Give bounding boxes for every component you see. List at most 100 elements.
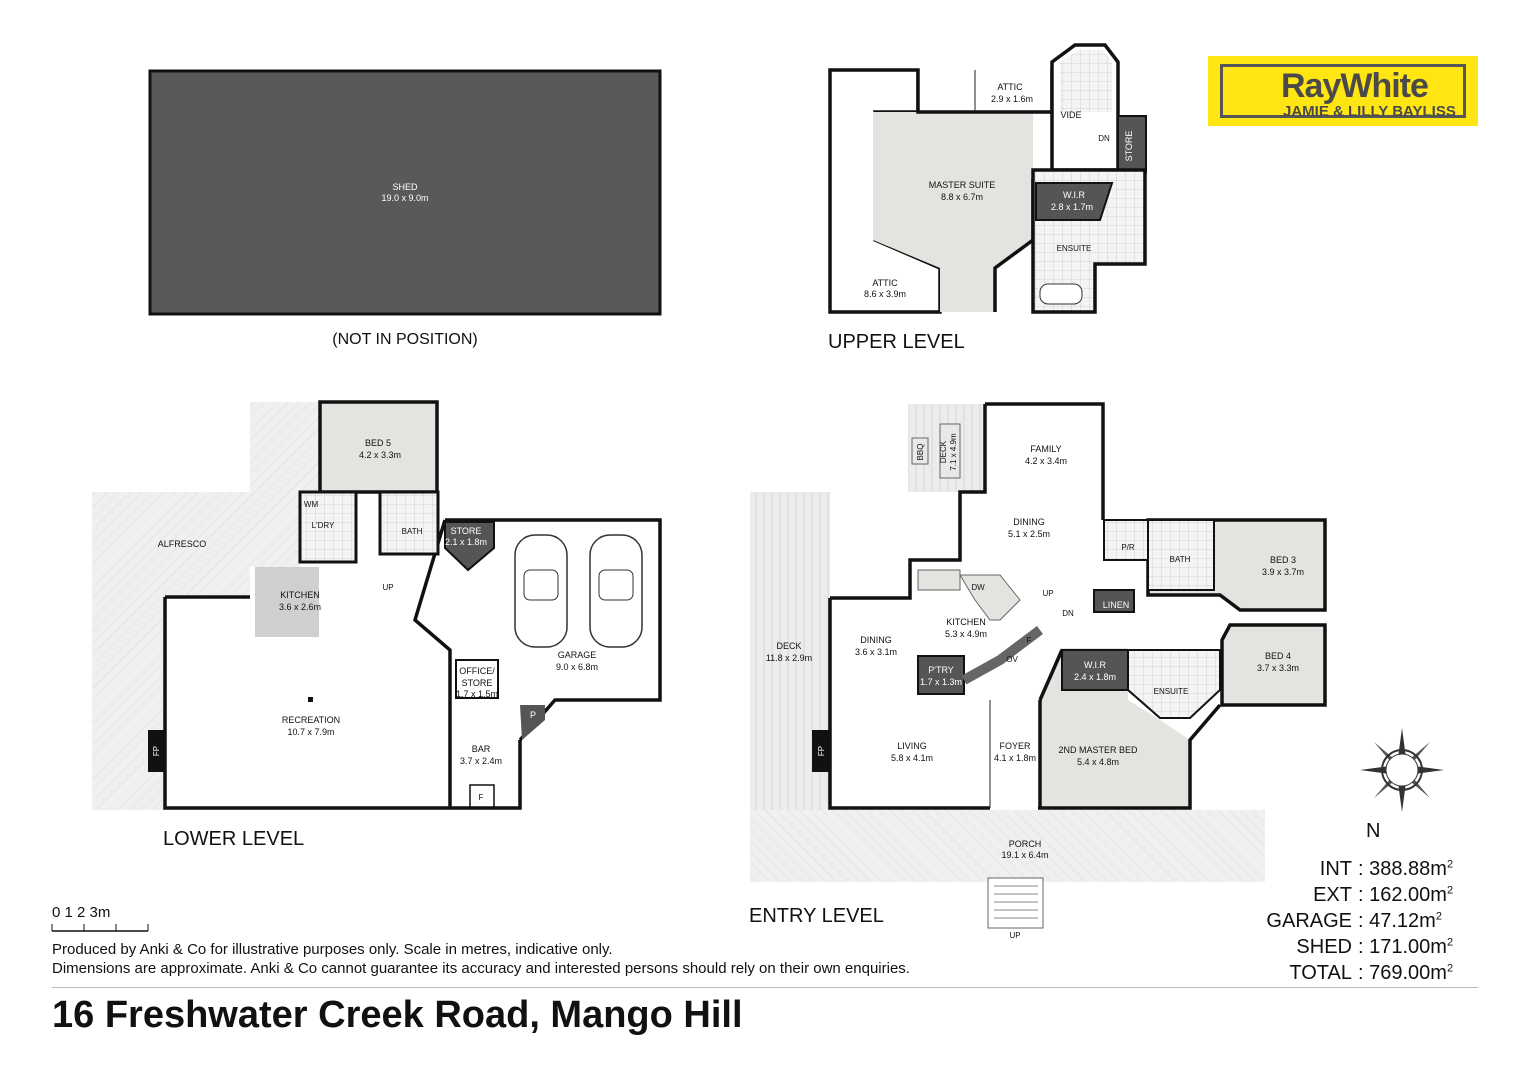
shed-plan: SHED 19.0 x 9.0m (NOT IN POSITION) <box>148 69 662 348</box>
room-size-living: 5.8 x 4.1m <box>891 753 933 763</box>
stair-up-entry: UP <box>1042 589 1053 598</box>
oven-label: OV <box>1006 655 1018 664</box>
room-size-deck-small: 7.1 x 4.9m <box>949 433 958 471</box>
area-label: EXT <box>1313 884 1352 906</box>
room-label-office: OFFICE/ <box>459 666 495 676</box>
room-size-store-lower: 2.1 x 1.8m <box>445 537 487 547</box>
room-size-bed4: 3.7 x 3.3m <box>1257 663 1299 673</box>
dishwasher-label: DW <box>971 583 985 592</box>
room-label-recreation: RECREATION <box>282 715 340 725</box>
fireplace-entry: FP <box>817 746 826 756</box>
property-address: 16 Freshwater Creek Road, Mango Hill <box>52 994 743 1036</box>
room-label-bed5: BED 5 <box>365 438 391 448</box>
room-label-living: LIVING <box>897 741 927 751</box>
room-label-2nd-master: 2ND MASTER BED <box>1058 745 1138 755</box>
room-label-vide: VIDE <box>1060 110 1081 120</box>
room-label-store-lower: STORE <box>451 526 482 536</box>
room-label-bed4: BED 4 <box>1265 651 1291 661</box>
room-size-kitchen-entry: 5.3 x 4.9m <box>945 629 987 639</box>
room-label-master-suite: MASTER SUITE <box>929 180 996 190</box>
room-label-kitchen-lower: KITCHEN <box>280 590 320 600</box>
room-size-foyer: 4.1 x 1.8m <box>994 753 1036 763</box>
room-label-linen: LINEN <box>1103 600 1130 610</box>
room-label-ensuite-upper: ENSUITE <box>1057 244 1092 253</box>
room-label-wir-entry: W.I.R <box>1084 660 1106 670</box>
room-label-foyer: FOYER <box>999 741 1031 751</box>
level-title-upper: UPPER LEVEL <box>828 331 965 353</box>
room-size-office-store: 1.7 x 1.5m <box>456 689 498 699</box>
upper-level-plan: STORE ATTIC 2.9 x 1.6m VIDE DN MASTER SU… <box>828 43 1147 353</box>
stair-down-upper: DN <box>1098 134 1110 143</box>
shed-note: (NOT IN POSITION) <box>332 331 477 348</box>
room-size-porch: 19.1 x 6.4m <box>1001 850 1048 860</box>
room-label-kitchen-entry: KITCHEN <box>946 617 986 627</box>
room-label-alfresco: ALFRESCO <box>158 539 207 549</box>
room-label-powder: P/R <box>1121 543 1135 552</box>
room-size-family: 4.2 x 3.4m <box>1025 456 1067 466</box>
room-label-bar: BAR <box>472 744 491 754</box>
brand-name: RayWhite <box>1281 67 1429 105</box>
compass-north-label: N <box>1366 820 1381 842</box>
room-size-bed3: 3.9 x 3.7m <box>1262 567 1304 577</box>
area-value: : 162.00m2 <box>1358 884 1454 906</box>
room-label-pantry: P'TRY <box>928 665 954 675</box>
room-label-upper-store: STORE <box>1124 131 1134 162</box>
fireplace-lower: FP <box>152 746 161 756</box>
room-size-recreation: 10.7 x 7.9m <box>287 727 334 737</box>
porch-steps <box>994 885 1038 919</box>
entry-level-plan: FP BBQ DECK 7.1 x 4.9m FAMILY 4.2 x 3.4m… <box>749 402 1327 940</box>
room-size-garage: 9.0 x 6.8m <box>556 662 598 672</box>
bbq-label: BBQ <box>916 444 925 461</box>
room-size-bar: 3.7 x 2.4m <box>460 756 502 766</box>
area-label: SHED <box>1296 936 1352 958</box>
stair-down-entry: DN <box>1062 609 1074 618</box>
room-size-shed: 19.0 x 9.0m <box>381 193 428 203</box>
room-label-laundry: L'DRY <box>312 521 335 530</box>
area-label: TOTAL <box>1289 962 1352 984</box>
room-label-attic-small: ATTIC <box>997 82 1023 92</box>
car-right-icon <box>589 534 643 648</box>
room-label-dining-lower: DINING <box>860 635 892 645</box>
area-value: : 47.12m2 <box>1358 910 1442 932</box>
brand-logo: RayWhite JAMIE & LILLY BAYLISS <box>1208 56 1478 126</box>
level-title-lower: LOWER LEVEL <box>163 828 304 850</box>
room-size-wir-upper: 2.8 x 1.7m <box>1051 202 1093 212</box>
area-value: : 171.00m2 <box>1358 936 1454 958</box>
room-label-office-store: STORE <box>462 678 493 688</box>
room-size-dining-upper: 5.1 x 2.5m <box>1008 529 1050 539</box>
area-label: GARAGE <box>1266 910 1352 932</box>
room-size-bed5: 4.2 x 3.3m <box>359 450 401 460</box>
fridge-label-entry: F <box>1027 636 1032 645</box>
room-size-attic-large: 8.6 x 3.9m <box>864 289 906 299</box>
room-label-deck-large: DECK <box>776 641 801 651</box>
area-value: : 388.88m2 <box>1358 858 1454 880</box>
room-label-bed3: BED 3 <box>1270 555 1296 565</box>
disclaimer-line-2: Dimensions are approximate. Anki & Co ca… <box>52 960 910 977</box>
scale-bar <box>51 924 149 932</box>
divider <box>52 987 1478 988</box>
area-value: : 769.00m2 <box>1358 962 1454 984</box>
fridge-label-lower: F <box>479 793 484 802</box>
room-size-pantry: 1.7 x 1.3m <box>920 677 962 687</box>
room-label-deck-small: DECK <box>939 440 948 463</box>
room-label-ensuite-entry: ENSUITE <box>1154 687 1189 696</box>
scale-bar-labels: 0 1 2 3m <box>52 904 111 921</box>
porch-stair-up: UP <box>1009 931 1020 940</box>
room-label-bath-lower: BATH <box>402 527 423 536</box>
room-size-2nd-master: 5.4 x 4.8m <box>1077 757 1119 767</box>
room-label-garage: GARAGE <box>558 650 597 660</box>
pantry-label-lower: P <box>530 710 536 720</box>
room-label-porch: PORCH <box>1009 839 1042 849</box>
room-label-dining-upper: DINING <box>1013 517 1045 527</box>
brand-logo-frame: RayWhite JAMIE & LILLY BAYLISS <box>1220 64 1466 120</box>
room-label-attic-large: ATTIC <box>872 278 898 288</box>
room-size-dining-lower: 3.6 x 3.1m <box>855 647 897 657</box>
room-label-bath-entry: BATH <box>1170 555 1191 564</box>
room-label-wir-upper: W.I.R <box>1063 190 1085 200</box>
agent-name: JAMIE & LILLY BAYLISS <box>1283 103 1456 120</box>
wm-label: WM <box>304 500 319 509</box>
area-label: INT <box>1319 858 1352 880</box>
room-size-master-suite: 8.8 x 6.7m <box>941 192 983 202</box>
car-left-icon <box>514 534 568 648</box>
